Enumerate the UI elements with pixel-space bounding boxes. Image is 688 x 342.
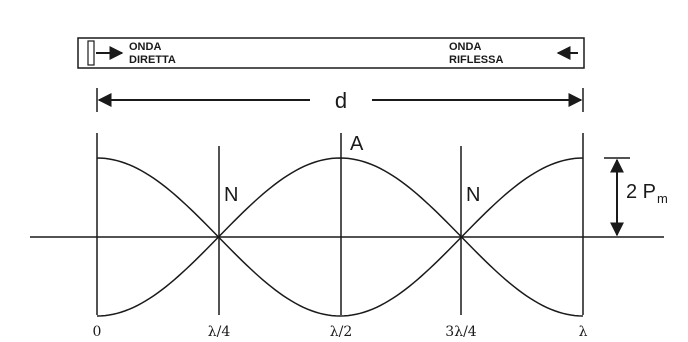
tick-label-half: λ/2	[330, 324, 353, 340]
direct-wave-label-line2: DIRETTA	[129, 54, 176, 66]
tube-outline	[77, 37, 585, 69]
axis-tick-labels: 0 λ/4 λ/2 3λ/4 λ	[93, 324, 588, 340]
reflected-wave-label-line1: ONDA	[449, 41, 481, 53]
direct-wave-label-line1: ONDA	[129, 41, 161, 53]
dimension-label: d	[335, 88, 347, 113]
pressure-envelope-upper	[96, 157, 584, 317]
tick-label-quarter: λ/4	[208, 324, 231, 340]
wave-plot: N A N 2 Pm	[30, 133, 668, 317]
tick-label-three-quarter: 3λ/4	[445, 324, 476, 340]
amplitude-label-sub: m	[657, 191, 668, 206]
amplitude-label: 2 Pm	[626, 181, 668, 206]
length-dimension: d	[96, 88, 584, 113]
antinode-label: A	[350, 133, 364, 155]
tick-label-0: 0	[93, 324, 102, 340]
source-piston	[87, 40, 95, 66]
reflected-wave-label-line2: RIFLESSA	[449, 54, 503, 66]
pressure-envelope-lower	[96, 157, 584, 317]
tube: ONDA DIRETTA ONDA RIFLESSA	[77, 37, 585, 69]
node-label-right: N	[466, 184, 480, 206]
tick-label-full: λ	[579, 324, 588, 340]
amplitude-label-main: 2 P	[626, 181, 656, 203]
amplitude-marker: 2 Pm	[604, 157, 668, 237]
node-label-left: N	[224, 184, 238, 206]
